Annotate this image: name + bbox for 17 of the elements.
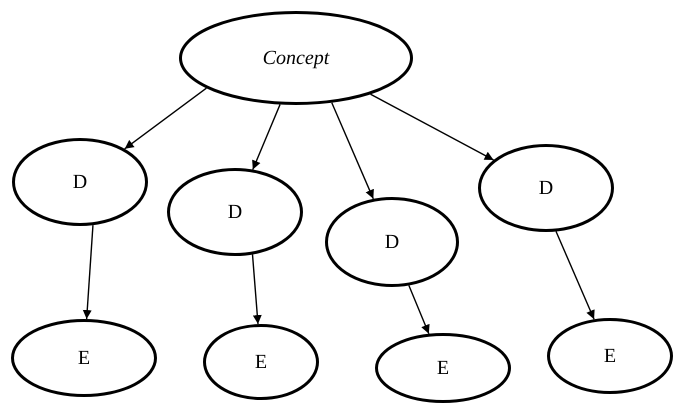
arrow bbox=[252, 254, 262, 324]
node-label: Concept bbox=[262, 48, 330, 68]
arrow bbox=[408, 285, 430, 334]
node-label: D bbox=[228, 202, 242, 222]
arrow bbox=[555, 231, 595, 320]
node-label: E bbox=[436, 358, 450, 378]
node-label: E bbox=[78, 348, 90, 368]
node-label: D bbox=[384, 232, 400, 252]
node-label: E bbox=[254, 352, 268, 372]
arrow bbox=[252, 104, 281, 170]
arrow bbox=[331, 102, 374, 200]
arrow bbox=[124, 88, 207, 150]
arrow bbox=[370, 94, 494, 161]
node-label: D bbox=[72, 172, 88, 192]
node-label: E bbox=[604, 346, 616, 366]
arrow bbox=[82, 225, 94, 320]
node-label: D bbox=[538, 178, 554, 198]
